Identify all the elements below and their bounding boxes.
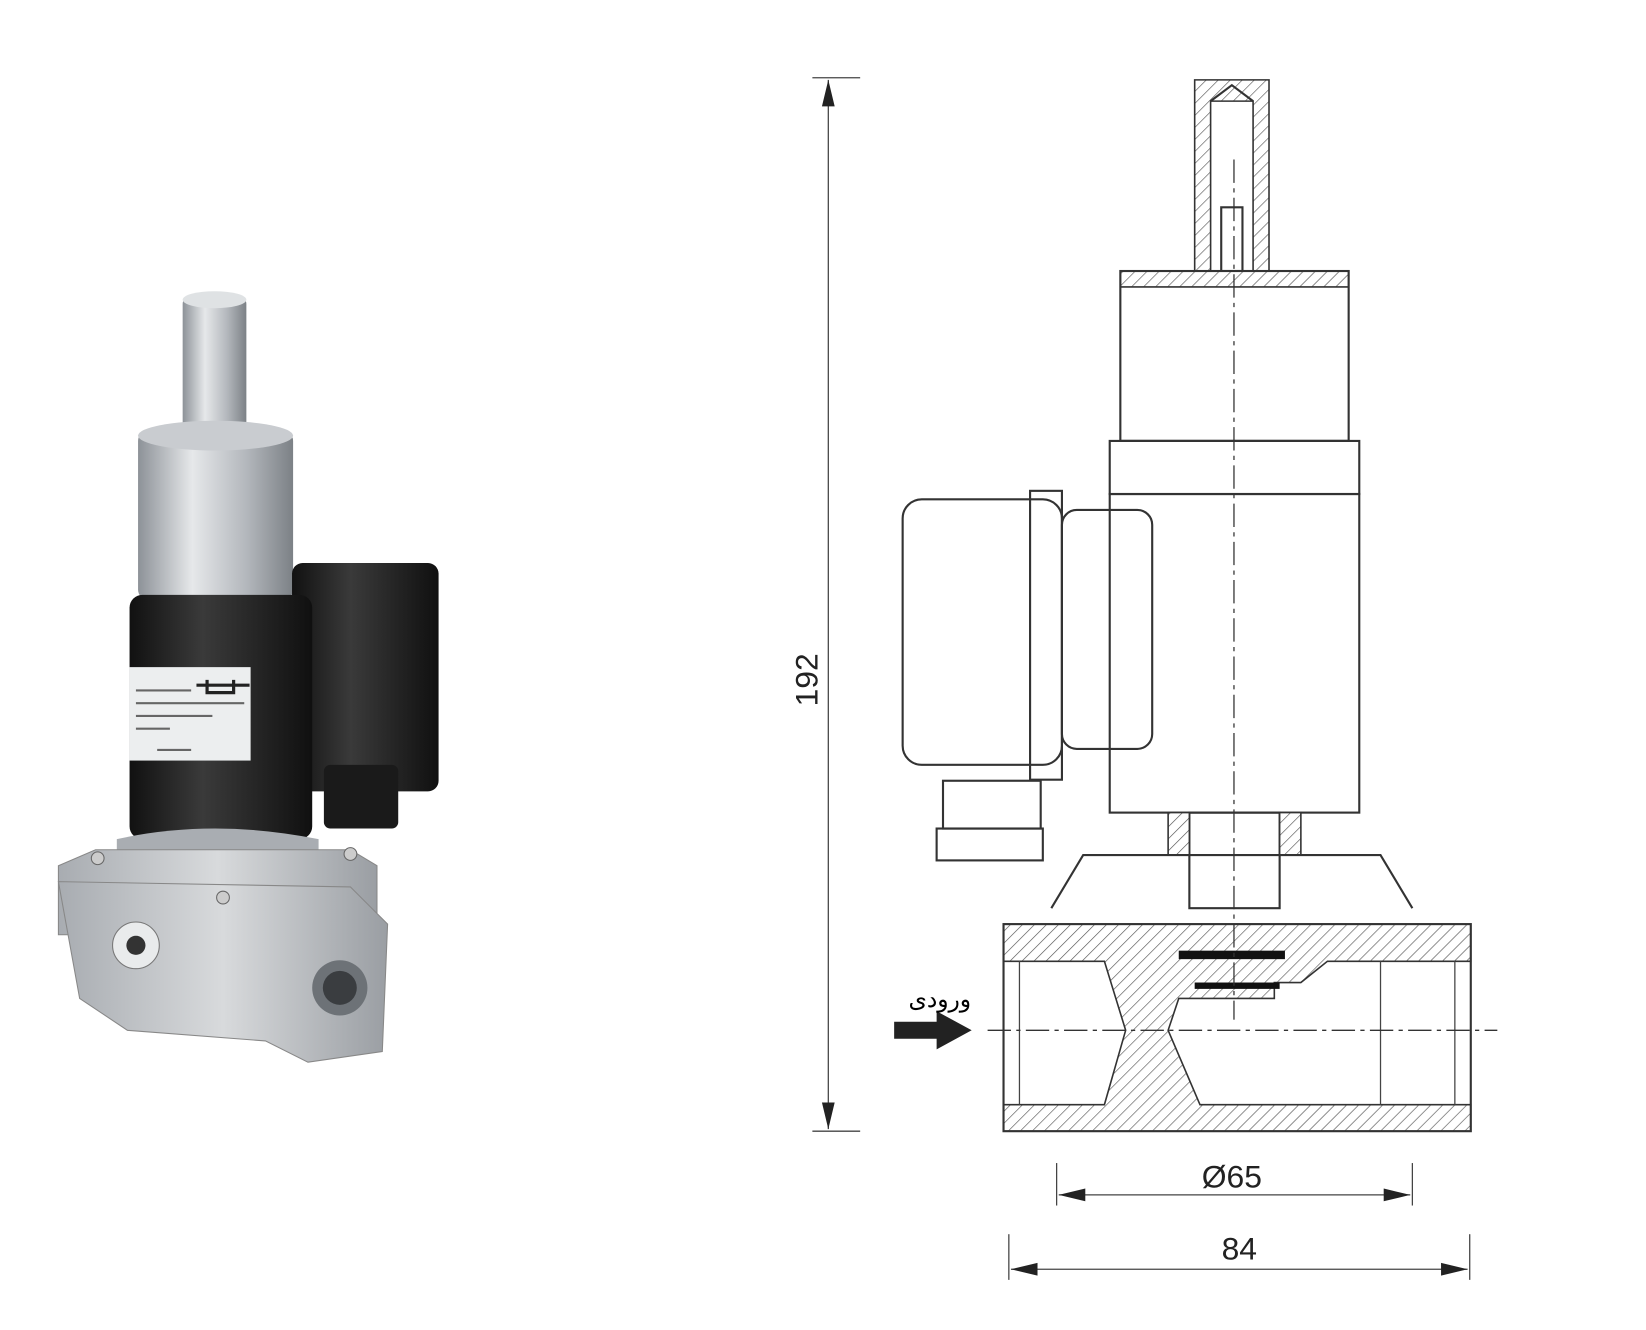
inlet-arrow-icon (894, 1011, 972, 1050)
inlet-label: ورودی (909, 986, 972, 1013)
technical-drawing: ورودی 192 Ø65 84 (789, 77, 1498, 1280)
connector-box (292, 563, 439, 792)
width-dimension: 84 (1222, 1231, 1257, 1267)
flange-dimension: Ø65 (1202, 1158, 1262, 1194)
height-dimension: 192 (789, 653, 825, 706)
valve-photo (57, 291, 439, 1063)
